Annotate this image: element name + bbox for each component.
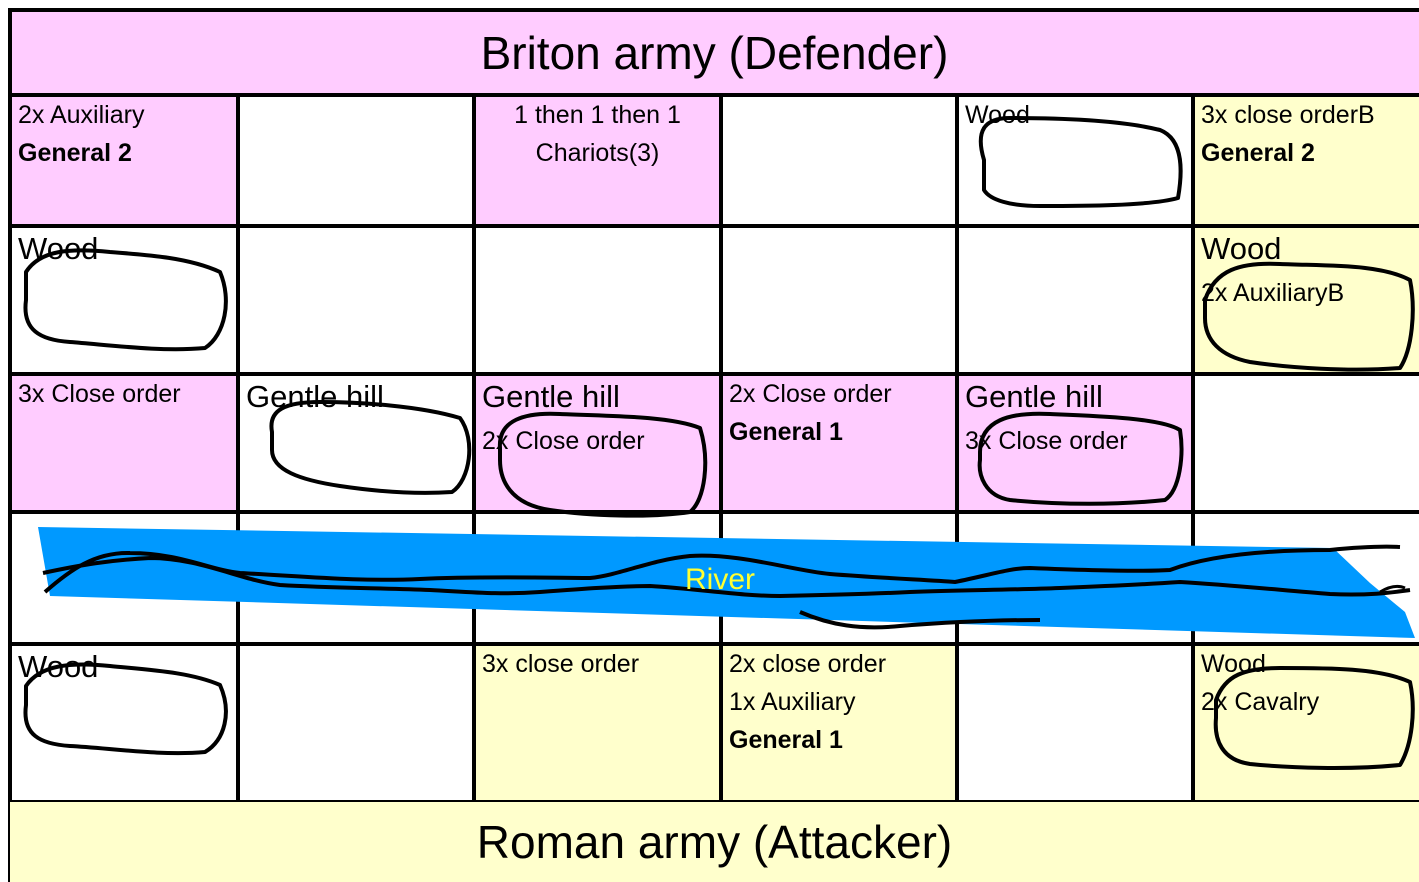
unit-label: 2x Auxiliary <box>18 101 145 129</box>
briton-army-banner: Briton army (Defender) <box>10 10 1419 95</box>
grid-cell <box>238 95 474 226</box>
unit-label: 2x Close order <box>729 380 892 408</box>
grid-cell: Wood 2x AuxiliaryB <box>1193 226 1419 374</box>
grid-cell <box>474 226 721 374</box>
terrain-label: Wood <box>1201 650 1266 678</box>
unit-label: 1x Auxiliary <box>729 688 856 716</box>
terrain-label: Gentle hill <box>482 379 620 414</box>
unit-label: Chariots(3) <box>535 139 660 167</box>
grid-cell: Wood 2x Cavalry <box>1193 644 1419 802</box>
unit-label: 3x Close order <box>965 427 1128 455</box>
grid-cell: 1 then 1 then 1 Chariots(3) <box>474 95 721 226</box>
unit-label: 3x close orderB <box>1201 101 1375 129</box>
grid-cell <box>238 512 474 644</box>
unit-label: 3x Close order <box>18 380 181 408</box>
grid-cell <box>957 644 1193 802</box>
general-label: General 2 <box>1201 139 1315 167</box>
grid-cell: Gentle hill 3x Close order <box>957 374 1193 512</box>
general-label: General 2 <box>18 139 132 167</box>
terrain-label: Wood <box>18 231 99 266</box>
unit-label: 2x Close order <box>482 427 645 455</box>
terrain-label: Wood <box>965 101 1030 129</box>
terrain-label: Gentle hill <box>965 379 1103 414</box>
unit-label: 3x close order <box>482 650 640 678</box>
grid-cell: Wood <box>957 95 1193 226</box>
terrain-label: Wood <box>1201 231 1282 266</box>
unit-label: 2x AuxiliaryB <box>1201 279 1345 307</box>
general-label: General 1 <box>729 418 843 446</box>
grid-cell: 3x close order <box>474 644 721 802</box>
terrain-label: Gentle hill <box>246 379 384 414</box>
grid-cell: 3x Close order <box>10 374 238 512</box>
roman-army-banner: Roman army (Attacker) <box>10 802 1419 882</box>
grid-cell <box>1193 374 1419 512</box>
terrain-label: Wood <box>18 649 99 684</box>
grid-cell <box>238 644 474 802</box>
grid-cell <box>1193 512 1419 644</box>
grid-cell <box>238 226 474 374</box>
grid-cell: Wood <box>10 644 238 802</box>
grid-cell <box>721 95 957 226</box>
river-label: River <box>684 563 755 596</box>
grid-cell <box>957 512 1193 644</box>
unit-label: 2x Cavalry <box>1201 688 1320 716</box>
unit-label: 2x close order <box>729 650 887 678</box>
grid-cell: Gentle hill 2x Close order <box>474 374 721 512</box>
grid-cell <box>721 226 957 374</box>
grid-cell: Wood <box>10 226 238 374</box>
grid-cell <box>10 512 238 644</box>
unit-label: 1 then 1 then 1 <box>514 101 681 129</box>
general-label: General 1 <box>729 726 843 754</box>
grid-cell: 3x close orderB General 2 <box>1193 95 1419 226</box>
grid-cell: Gentle hill <box>238 374 474 512</box>
grid-cell <box>957 226 1193 374</box>
